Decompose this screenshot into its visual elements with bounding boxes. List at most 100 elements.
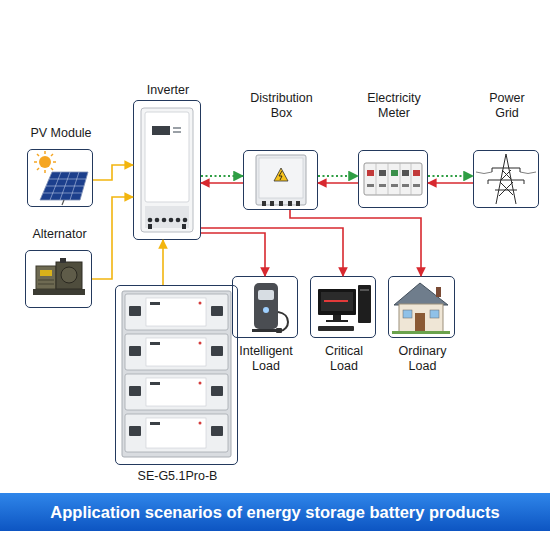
power-flow-arrow xyxy=(201,228,343,276)
electricity-meter-icon xyxy=(413,184,420,187)
power-flow-arrow xyxy=(318,175,358,177)
battery-stack-icon xyxy=(199,342,202,345)
inverter-icon xyxy=(148,218,153,223)
component-name: Power Grid xyxy=(482,91,532,121)
battery-stack-icon xyxy=(211,386,223,396)
component-name: Inverter xyxy=(123,83,213,98)
generator-icon xyxy=(56,262,82,289)
solar-panel-icon xyxy=(37,168,39,170)
inverter-icon xyxy=(183,218,188,223)
component-name: SE-G5.1Pro-B xyxy=(113,469,243,484)
ev-charger-icon xyxy=(263,307,269,313)
solar-panel-icon xyxy=(51,168,53,170)
solar-panel-icon xyxy=(34,151,88,205)
solar-panel-icon xyxy=(40,172,88,200)
battery-stack-icon xyxy=(211,306,223,316)
electricity-meter-icon xyxy=(402,170,409,176)
battery-stack-icon xyxy=(125,374,228,410)
computer-icon xyxy=(324,300,348,302)
battery-stack-icon xyxy=(125,294,228,330)
battery-stack-icon xyxy=(199,422,202,425)
component-name: Alternator xyxy=(15,227,105,242)
generator-icon xyxy=(38,280,54,284)
distribution-box-icon xyxy=(262,201,266,206)
solar-panel-icon xyxy=(34,151,56,173)
solar-panel-icon xyxy=(44,151,46,154)
battery-stack-icon xyxy=(211,346,223,356)
generator-icon xyxy=(40,270,52,276)
battery-stack-icon xyxy=(129,386,141,396)
solar-panel-icon xyxy=(70,172,79,200)
inverter-icon xyxy=(148,218,188,229)
inverter-icon xyxy=(152,126,170,135)
electricity-meter-icon xyxy=(367,184,374,187)
box-fill xyxy=(115,285,238,465)
battery-stack-icon xyxy=(146,418,206,448)
battery-stack-icon xyxy=(129,306,141,316)
battery-stack-icon xyxy=(150,342,160,345)
house-icon xyxy=(392,283,450,334)
computer-icon xyxy=(360,289,369,291)
inverter-icon xyxy=(141,108,193,232)
inverter-icon xyxy=(162,218,167,223)
house-icon xyxy=(392,331,450,334)
computer-icon xyxy=(321,292,353,311)
solar-panel-icon xyxy=(44,170,46,173)
distribution-box-icon xyxy=(279,171,282,180)
house-icon xyxy=(436,287,441,297)
power-flow-arrow xyxy=(428,182,473,184)
battery-stack-icon xyxy=(146,378,206,406)
battery-stack-icon xyxy=(150,302,160,305)
house-icon xyxy=(415,313,425,332)
transmission-tower-icon xyxy=(476,154,536,204)
electricity-meter-icon xyxy=(413,170,420,176)
component-name: Electricity Meter xyxy=(359,91,429,121)
inverter-icon xyxy=(176,218,181,223)
ev-charger-icon xyxy=(252,283,288,333)
solar-panel-icon xyxy=(51,154,53,156)
component-label: Intelligent Load xyxy=(231,344,301,374)
component-box: SE-G5.1Pro-B xyxy=(115,285,238,465)
component-box: Alternator xyxy=(25,250,92,308)
component-box: Electricity Meter xyxy=(358,150,428,208)
electricity-meter-icon xyxy=(391,170,398,176)
house-icon xyxy=(399,304,443,332)
component-box: Critical Load xyxy=(310,276,376,338)
transmission-tower-icon xyxy=(496,154,516,204)
electricity-meter-icon xyxy=(376,163,411,195)
computer-icon xyxy=(358,285,371,323)
inverter-icon xyxy=(141,108,193,232)
inverter-icon xyxy=(145,206,189,228)
component-box: Ordinary Load xyxy=(388,276,455,338)
computer-icon xyxy=(333,315,341,320)
generator-icon xyxy=(60,258,66,263)
house-icon xyxy=(430,310,439,318)
box-fill xyxy=(243,150,318,210)
electricity-meter-icon xyxy=(379,170,386,176)
battery-stack-icon xyxy=(129,302,223,436)
house-icon xyxy=(403,310,412,318)
battery-stack-icon xyxy=(150,382,160,385)
generator-icon xyxy=(61,267,77,283)
battery-stack-icon xyxy=(146,298,206,326)
component-label: Critical Load xyxy=(314,344,374,374)
box-fill xyxy=(310,276,376,338)
inverter-icon xyxy=(173,127,181,129)
computer-icon xyxy=(318,285,371,331)
battery-stack-icon xyxy=(129,346,141,356)
box-fill xyxy=(473,150,539,208)
electricity-meter-icon xyxy=(379,184,386,187)
component-label: PV Module xyxy=(16,126,106,141)
electricity-meter-icon xyxy=(411,163,412,195)
component-label: Ordinary Load xyxy=(392,344,454,374)
power-flow-arrow xyxy=(201,233,265,276)
house-icon xyxy=(394,283,448,305)
ev-charger-icon xyxy=(252,329,280,332)
computer-icon xyxy=(318,326,354,331)
computer-icon xyxy=(326,320,348,322)
transmission-tower-icon xyxy=(488,168,524,190)
solar-panel-icon xyxy=(43,172,86,200)
inverter-icon xyxy=(182,224,186,229)
battery-stack-icon xyxy=(199,302,202,425)
